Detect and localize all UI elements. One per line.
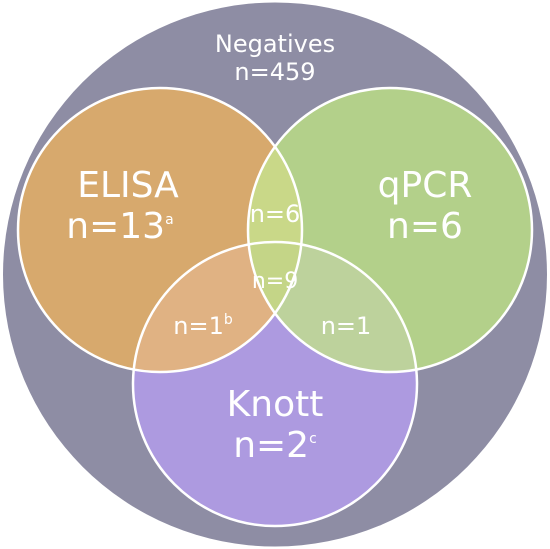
qpcr-count: n=6	[387, 206, 463, 247]
elisa-outline	[16, 86, 304, 374]
elisa-label: ELISA	[77, 165, 179, 206]
elisa-knott-footnote-mark: b	[224, 312, 233, 328]
negatives-label: Negatives	[215, 30, 335, 58]
qpcr-label: qPCR	[378, 165, 473, 206]
elisa-qpcr-count: n=6	[250, 200, 301, 228]
all-count: n=9	[252, 269, 298, 294]
qpcr-outline	[246, 86, 534, 374]
negatives-count: n=459	[234, 58, 315, 86]
qpcr-knott-count: n=1	[321, 312, 372, 340]
qpcr-knott-overlap	[248, 242, 417, 372]
knott-outline	[131, 240, 419, 528]
elisa-knott-count: n=1b	[173, 312, 233, 340]
knott-label: Knott	[227, 384, 324, 425]
knott-footnote-mark: c	[309, 431, 317, 447]
elisa-knott-overlap	[133, 242, 302, 372]
knott-count: n=2c	[233, 425, 317, 466]
elisa-footnote-mark: a	[165, 212, 174, 228]
elisa-count: n=13a	[66, 206, 173, 247]
